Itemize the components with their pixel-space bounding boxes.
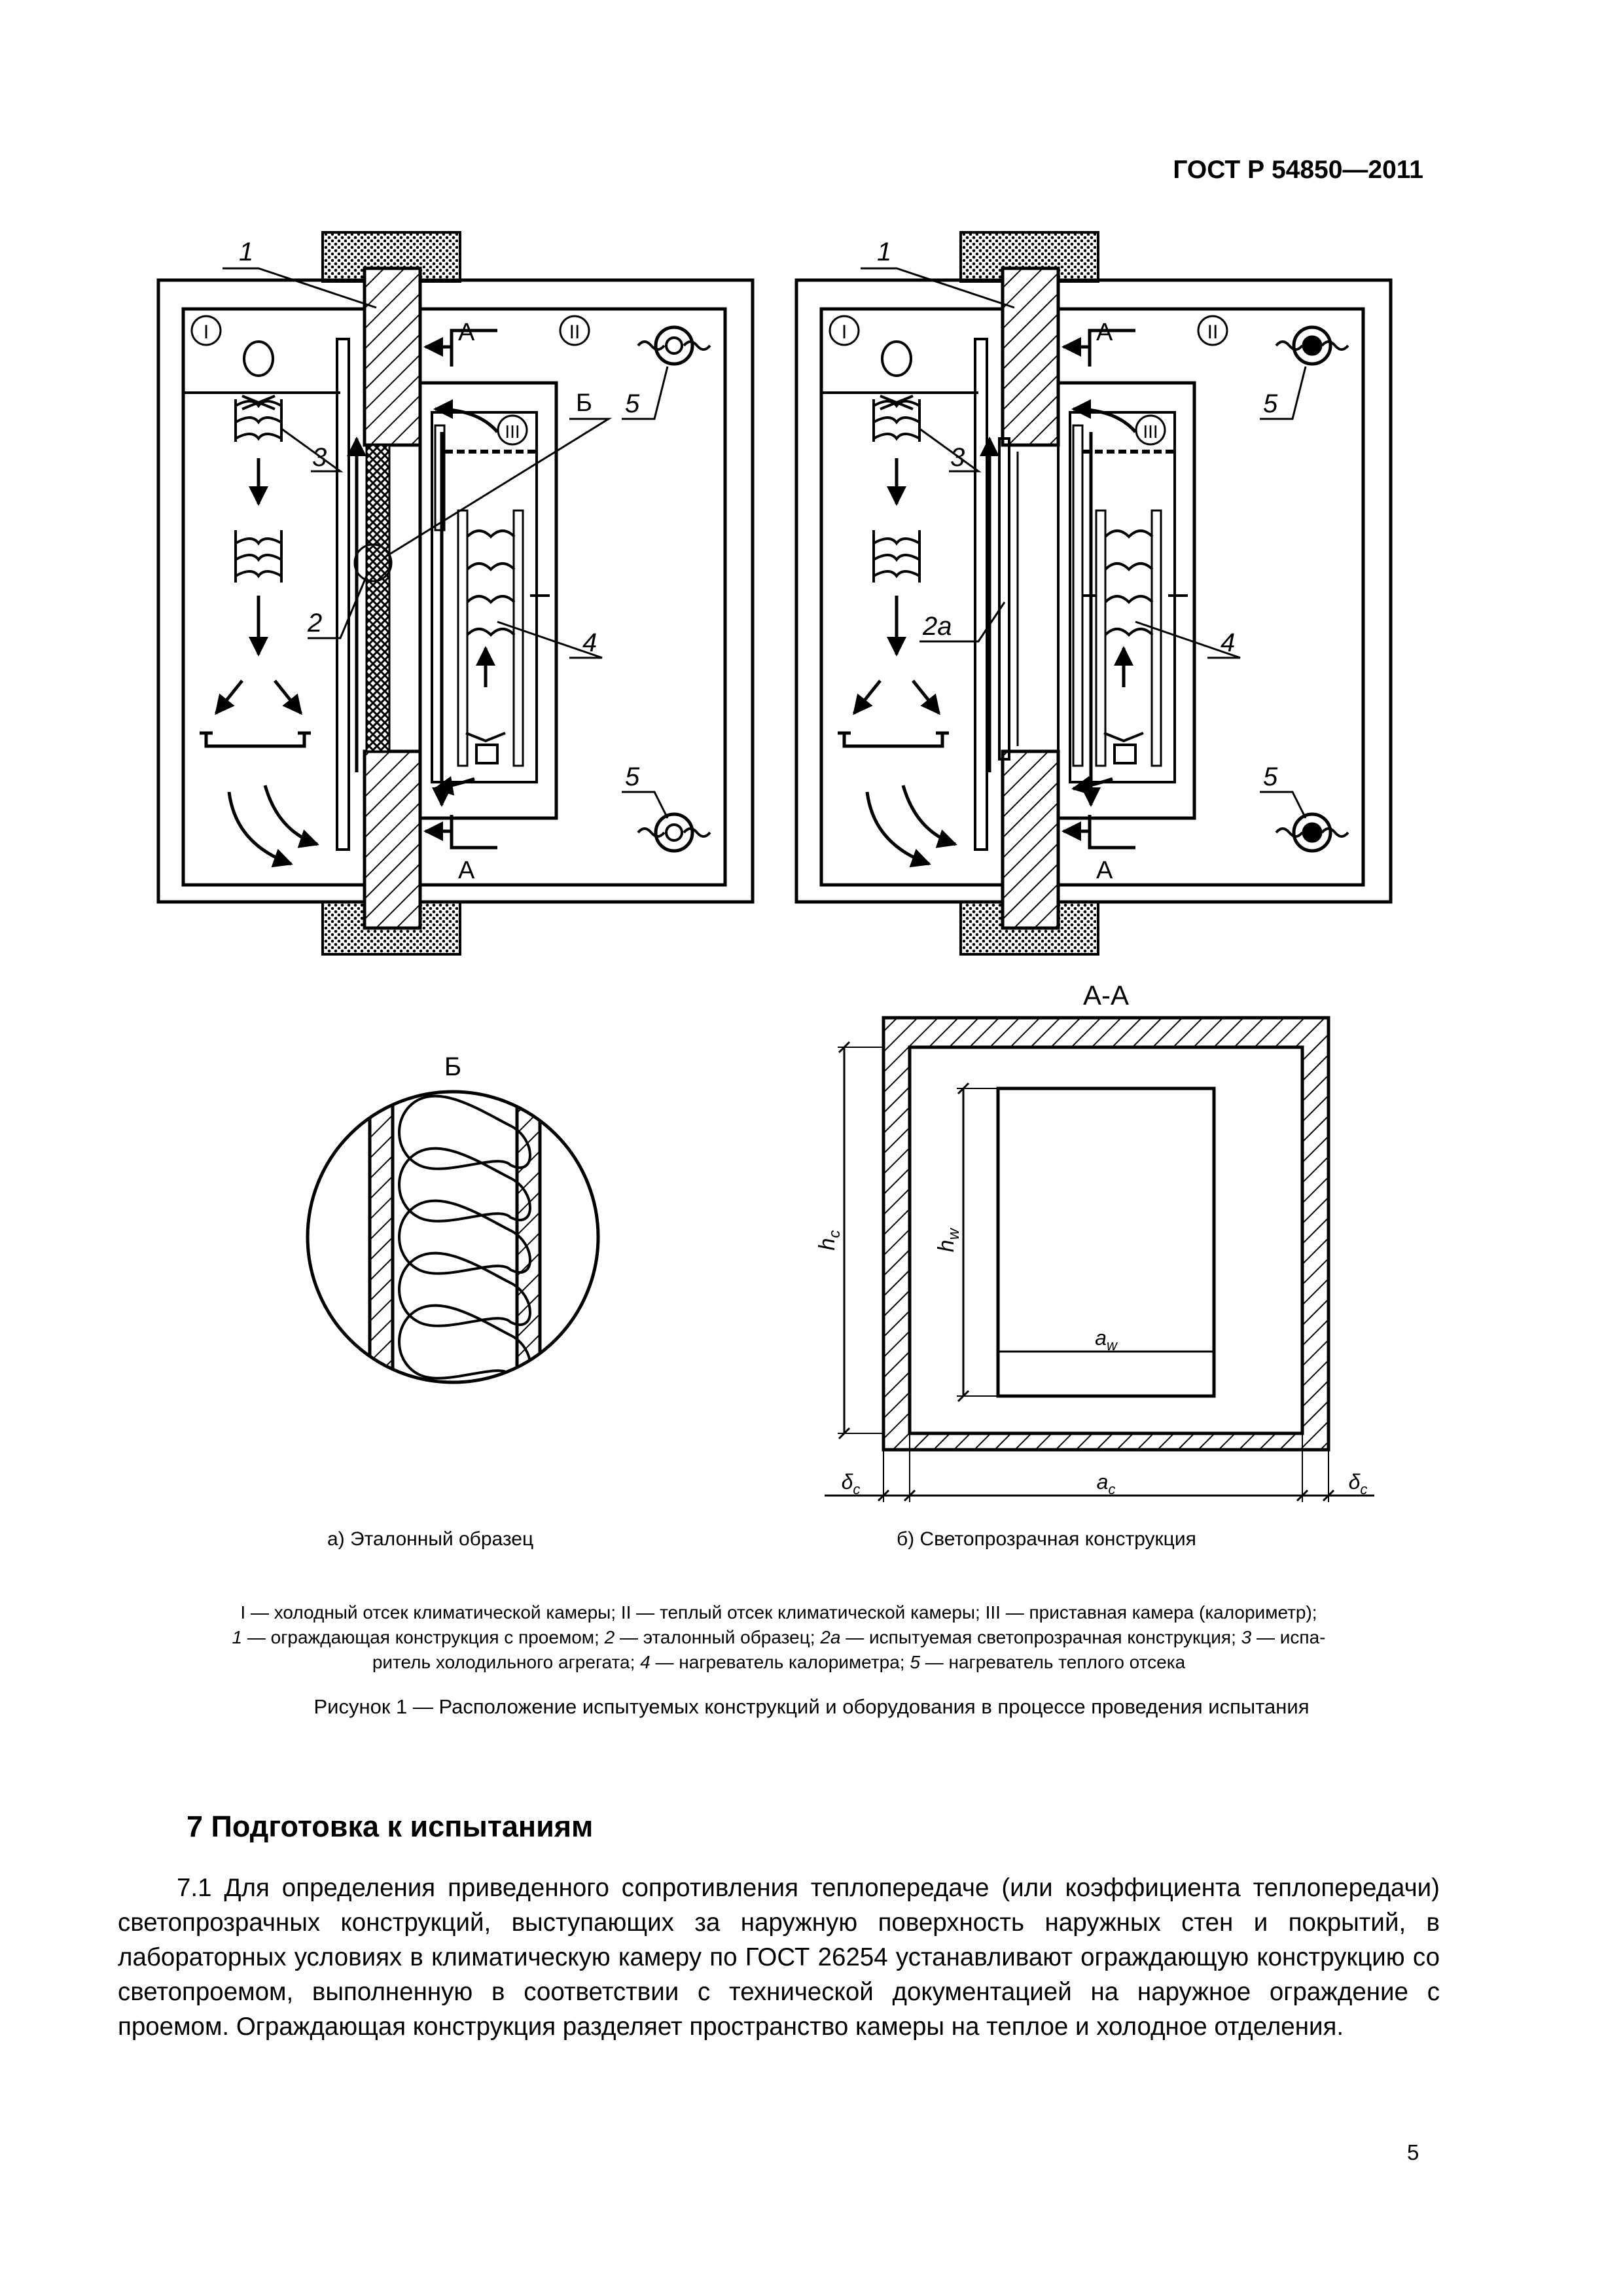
- svg-text:aw: aw: [1095, 1326, 1118, 1354]
- callout-5-top: 5: [1263, 389, 1278, 418]
- section-aa-labels: А-А hc hw aw ac δc δc: [815, 980, 1367, 1498]
- callout-1: 1: [239, 238, 253, 266]
- callout-3: 3: [312, 443, 327, 472]
- svg-text:δc: δc: [1349, 1470, 1368, 1498]
- panel-b-labels: I II III А А 1 2a 3 4 5 5: [842, 238, 1278, 884]
- svg-text:δc: δc: [842, 1470, 861, 1498]
- section-aa-drawing: [825, 1016, 1374, 1502]
- legend-line-2: 1 — ограждающая конструкция с проемом; 2…: [232, 1627, 1326, 1647]
- detail-b-drawing: [306, 1090, 600, 1384]
- dim-hc: h: [815, 1238, 840, 1251]
- dim-aw: a: [1095, 1326, 1107, 1350]
- section-title: А-А: [1083, 980, 1129, 1011]
- dim-hw: h: [934, 1240, 959, 1252]
- figure-1: I II III А А Б 1 2 3 4 5 5: [156, 231, 1393, 1502]
- dim-aw-sub: w: [1107, 1337, 1118, 1354]
- callout-2a: 2a: [922, 612, 952, 641]
- label-calorimeter: III: [505, 422, 520, 442]
- svg-text:hw: hw: [934, 1227, 963, 1252]
- label-cold-compartment: I: [204, 321, 209, 343]
- dim-delta-right: δ: [1349, 1470, 1361, 1494]
- dim-ac-sub: c: [1108, 1481, 1115, 1498]
- dim-delta-left: δ: [842, 1470, 854, 1494]
- callout-2: 2: [307, 609, 322, 637]
- detail-mark: Б: [576, 389, 592, 417]
- label-warm-compartment: II: [569, 321, 580, 343]
- callout-4: 4: [582, 628, 597, 657]
- caption-translucent-construction: б) Светопрозрачная конструкция: [897, 1528, 1196, 1550]
- callout-5-bottom: 5: [1263, 762, 1278, 791]
- panel-a-diagram: [156, 231, 755, 956]
- callout-3: 3: [950, 443, 965, 472]
- document-header: ГОСТ Р 54850—2011: [1173, 156, 1423, 184]
- dim-hc-sub: c: [826, 1230, 844, 1238]
- callout-1: 1: [877, 238, 891, 266]
- dim-ac: a: [1097, 1470, 1109, 1494]
- callout-5-top: 5: [625, 389, 640, 418]
- section-mark-top: А: [458, 319, 475, 346]
- dim-delta-left-sub: c: [853, 1481, 860, 1498]
- section-mark-bottom: А: [458, 857, 475, 884]
- label-cold-compartment: I: [842, 321, 847, 343]
- callout-4: 4: [1221, 628, 1235, 657]
- legend-line-1: I — холодный отсек климатической камеры;…: [240, 1602, 1317, 1623]
- panel-a-labels: I II III А А Б 1 2 3 4 5 5: [204, 238, 640, 884]
- dim-hw-sub: w: [945, 1227, 963, 1240]
- dim-delta-right-sub: c: [1360, 1481, 1367, 1498]
- label-calorimeter: III: [1143, 422, 1158, 442]
- panel-b-diagram: [794, 231, 1393, 956]
- figure-legend: I — холодный отсек климатической камеры;…: [121, 1600, 1436, 1675]
- detail-title: Б: [444, 1052, 461, 1081]
- caption-reference-sample: а) Эталонный образец: [327, 1528, 534, 1550]
- callout-5-bottom: 5: [625, 762, 640, 791]
- legend-line-3: ритель холодильного агрегата; 4 — нагрев…: [372, 1652, 1186, 1672]
- page-number: 5: [1407, 2140, 1419, 2164]
- body-paragraph: 7.1 Для определения приведенного сопроти…: [118, 1874, 1440, 2041]
- svg-text:ac: ac: [1097, 1470, 1116, 1498]
- section-mark-top: А: [1096, 319, 1113, 346]
- section-mark-bottom: А: [1096, 857, 1113, 884]
- label-warm-compartment: II: [1207, 321, 1219, 343]
- section-heading: 7 Подготовка к испытаниям: [187, 1810, 594, 1843]
- svg-text:hc: hc: [815, 1230, 844, 1251]
- figure-title: Рисунок 1 — Расположение испытуемых конс…: [313, 1695, 1310, 1718]
